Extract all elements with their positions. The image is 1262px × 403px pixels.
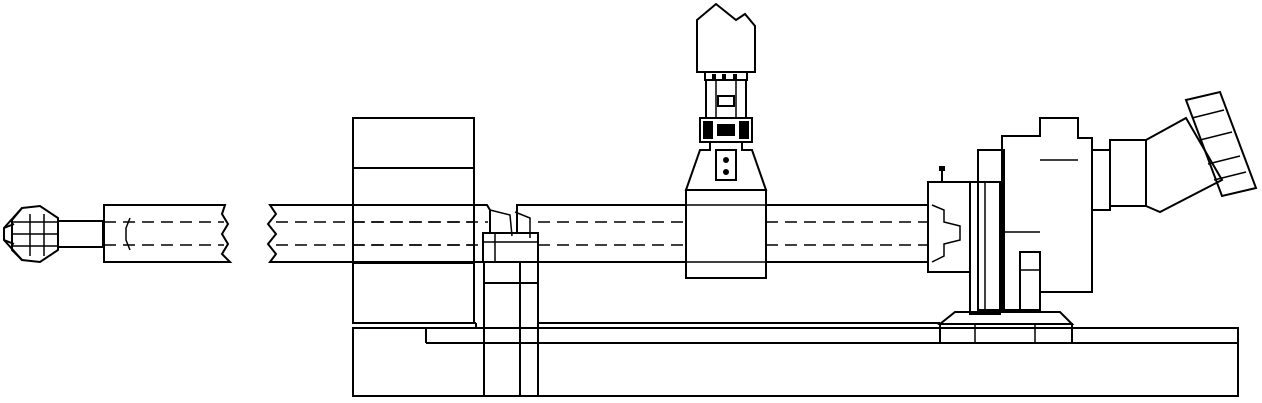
- drill-rod-front-segment: [103, 204, 233, 263]
- rod-coupling-joint: [482, 209, 539, 263]
- machine-base-frame: [352, 322, 1239, 397]
- guide-block: [352, 117, 475, 324]
- drill-bit-icon: [3, 204, 104, 264]
- angled-motor-icon: [1109, 90, 1258, 214]
- gripper-clamp-assembly: [684, 2, 768, 279]
- drill-rod-main-segment: [266, 204, 491, 263]
- rotation-drive-head: [927, 117, 1111, 344]
